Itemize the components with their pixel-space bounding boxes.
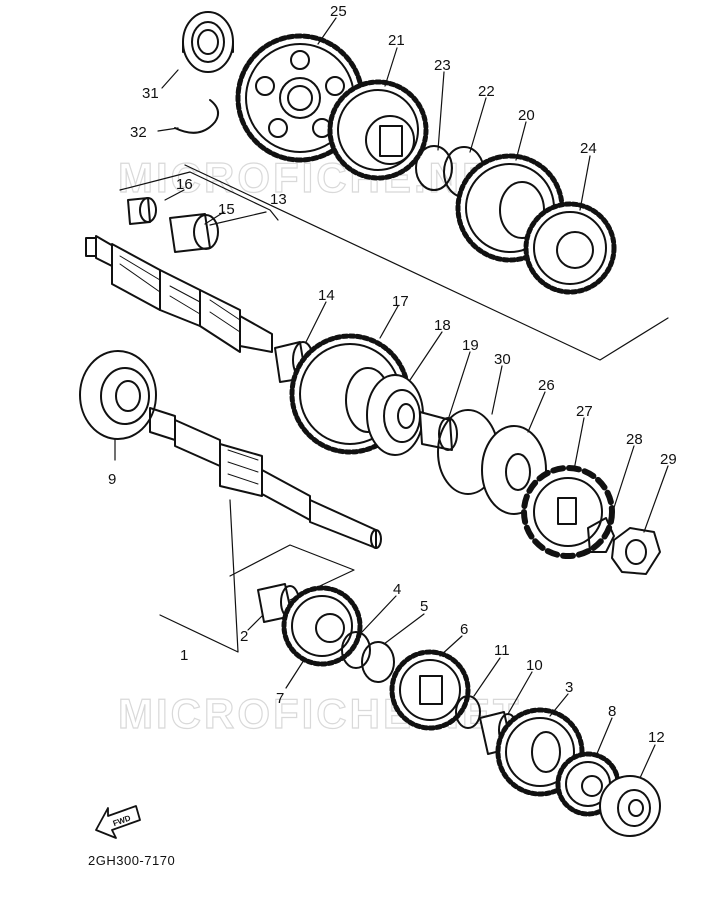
part-19-collar[interactable] <box>419 411 458 451</box>
part-9-bearing[interactable] <box>79 350 157 440</box>
part-18-bearing[interactable] <box>366 374 424 456</box>
part-13-drive-axle[interactable] <box>85 235 273 353</box>
callout-24: 24 <box>580 140 597 157</box>
part-27-sprocket[interactable] <box>521 465 615 559</box>
callout-28: 28 <box>626 431 643 448</box>
part-12-bearing[interactable] <box>599 775 661 837</box>
part-7-gear[interactable] <box>281 585 363 667</box>
fwd-arrow-icon <box>95 805 141 839</box>
callout-1: 1 <box>180 647 188 664</box>
callout-6: 6 <box>460 621 468 638</box>
part-23-circlip[interactable] <box>415 145 453 191</box>
callout-labels: 1 2 3 4 5 6 7 8 9 10 11 12 13 14 15 16 1… <box>108 3 677 746</box>
callout-16: 16 <box>176 176 193 193</box>
part-15-bushing[interactable] <box>169 213 219 253</box>
callout-32: 32 <box>130 124 147 141</box>
part-21-gear[interactable] <box>327 79 429 181</box>
callout-8: 8 <box>608 703 616 720</box>
callout-4: 4 <box>393 581 401 598</box>
part-5-washer[interactable] <box>361 641 395 683</box>
callout-22: 22 <box>478 83 495 100</box>
part-32-circlip[interactable] <box>174 99 220 134</box>
callout-7: 7 <box>276 690 284 707</box>
callout-23: 23 <box>434 57 451 74</box>
callout-14: 14 <box>318 287 335 304</box>
part-24-gear[interactable] <box>523 201 617 295</box>
callout-10: 10 <box>526 657 543 674</box>
callout-30: 30 <box>494 351 511 368</box>
callout-3: 3 <box>565 679 573 696</box>
callout-20: 20 <box>518 107 535 124</box>
callout-18: 18 <box>434 317 451 334</box>
callout-15: 15 <box>218 201 235 218</box>
callout-29: 29 <box>660 451 677 468</box>
callout-12: 12 <box>648 729 665 746</box>
callout-21: 21 <box>388 32 405 49</box>
part-6-gear[interactable] <box>389 649 471 731</box>
part-11-washer[interactable] <box>455 695 481 729</box>
callout-9: 9 <box>108 471 116 488</box>
callout-11: 11 <box>494 642 510 659</box>
callout-19: 19 <box>462 337 479 354</box>
part-4-circlip[interactable] <box>341 631 371 669</box>
callout-5: 5 <box>420 598 428 615</box>
callout-2: 2 <box>240 628 248 645</box>
callout-27: 27 <box>576 403 593 420</box>
callout-26: 26 <box>538 377 555 394</box>
part-28-lock-washer[interactable] <box>587 517 615 553</box>
drawing-code: 2GH300-7170 <box>88 853 176 868</box>
callout-31: 31 <box>142 85 159 102</box>
part-16-bushing[interactable] <box>127 197 157 225</box>
part-29-nut[interactable] <box>611 527 661 575</box>
leader-lines <box>114 17 669 779</box>
part-31-bearing[interactable] <box>182 11 234 73</box>
part-1-main-axle[interactable] <box>149 407 382 549</box>
callout-17: 17 <box>392 293 409 310</box>
callout-13: 13 <box>270 191 287 208</box>
callout-25: 25 <box>330 3 347 20</box>
